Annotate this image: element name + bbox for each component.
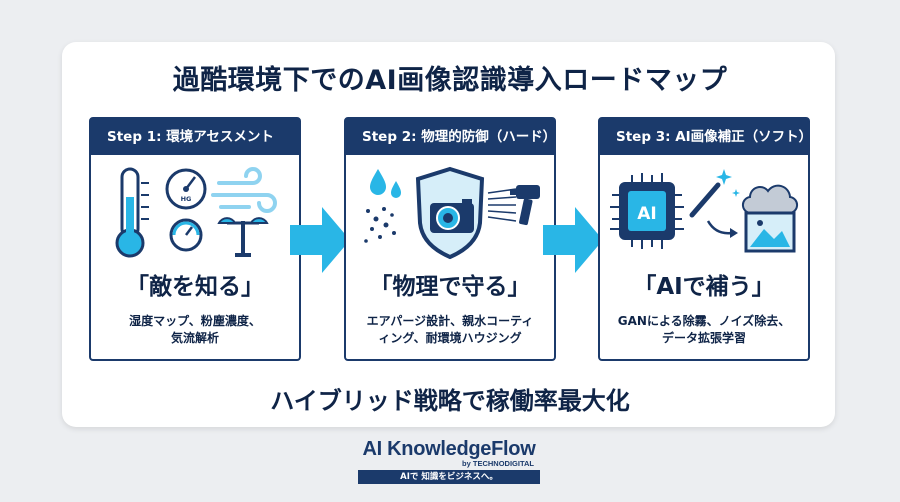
step-3-description: GANによる除霧、ノイズ除去、 データ拡張学習: [608, 313, 800, 347]
step-2-header: Step 2: 物理的防御（ハード）: [346, 119, 556, 155]
step-1-description: 湿度マップ、粉塵濃度、 気流解析: [99, 313, 291, 347]
page-title: 過酷環境下でのAI画像認識導入ロードマップ: [172, 65, 728, 96]
water-drop-icon: [370, 169, 401, 198]
step-1-desc-line-2: 気流解析: [170, 331, 219, 345]
logo-wordmark: AI KnowledgeFlow: [362, 438, 536, 460]
camera-icon: [430, 199, 474, 233]
image-frame-icon: [744, 211, 796, 253]
ai-correction-illustration: AI: [610, 169, 799, 253]
step-1-desc-line-1: 湿度マップ、粉塵濃度、: [129, 314, 261, 328]
logo-byline: by TECHNODIGITAL: [462, 459, 534, 468]
step-3-heading: 「AIで補う」: [633, 274, 775, 300]
pressure-gauge-icon: [169, 218, 203, 252]
step-2-desc-line-2: ィング、耐環境ハウジング: [378, 331, 522, 345]
hygrometer-gauge-icon: [165, 168, 207, 210]
step-3-header: Step 3: AI画像補正（ソフト）: [600, 119, 812, 155]
cloud-icon: [741, 184, 799, 215]
step-1-heading: 「敵を知る」: [126, 274, 264, 300]
step-2-heading: 「物理で守る」: [369, 274, 531, 300]
curved-arrow-icon: [706, 220, 738, 238]
arrow-right-icon: [543, 207, 603, 273]
chip-label: AI: [637, 204, 656, 224]
arrow-right-icon: [290, 207, 350, 273]
step-2-desc-line-1: エアパージ設計、親水コーティ: [366, 314, 534, 328]
physical-protection-illustration: [364, 166, 540, 260]
step-3-desc-line-2: データ拡張学習: [661, 331, 746, 345]
anemometer-icon: [217, 217, 269, 257]
wind-icon: [211, 167, 277, 213]
step-3-desc-line-1: GANによる除霧、ノイズ除去、: [617, 314, 791, 328]
step-1-card: Step 1: 環境アセスメント HG: [89, 117, 301, 361]
ai-chip-icon: [610, 173, 684, 249]
logo-tagline: AIで 知識をビジネスへ。: [358, 470, 540, 484]
step-1-header: Step 1: 環境アセスメント: [91, 119, 299, 155]
step-3-card: Step 3: AI画像補正（ソフト） AI: [598, 117, 812, 361]
dust-particles-icon: [364, 207, 396, 243]
gauge-label: HG: [181, 195, 192, 203]
thermometer-icon: [115, 167, 149, 258]
environment-assessment-illustration: HG: [115, 167, 277, 258]
magic-wand-icon: [689, 169, 740, 218]
bottom-summary: ハイブリッド戦略で稼働率最大化: [270, 387, 630, 415]
step-2-card: Step 2: 物理的防御（ハード）: [344, 117, 556, 361]
brand-logo: AI KnowledgeFlow by TECHNODIGITAL AIで 知識…: [358, 438, 540, 494]
step-2-description: エアパージ設計、親水コーティ ィング、耐環境ハウジング: [354, 313, 546, 347]
air-gun-icon: [510, 185, 540, 226]
